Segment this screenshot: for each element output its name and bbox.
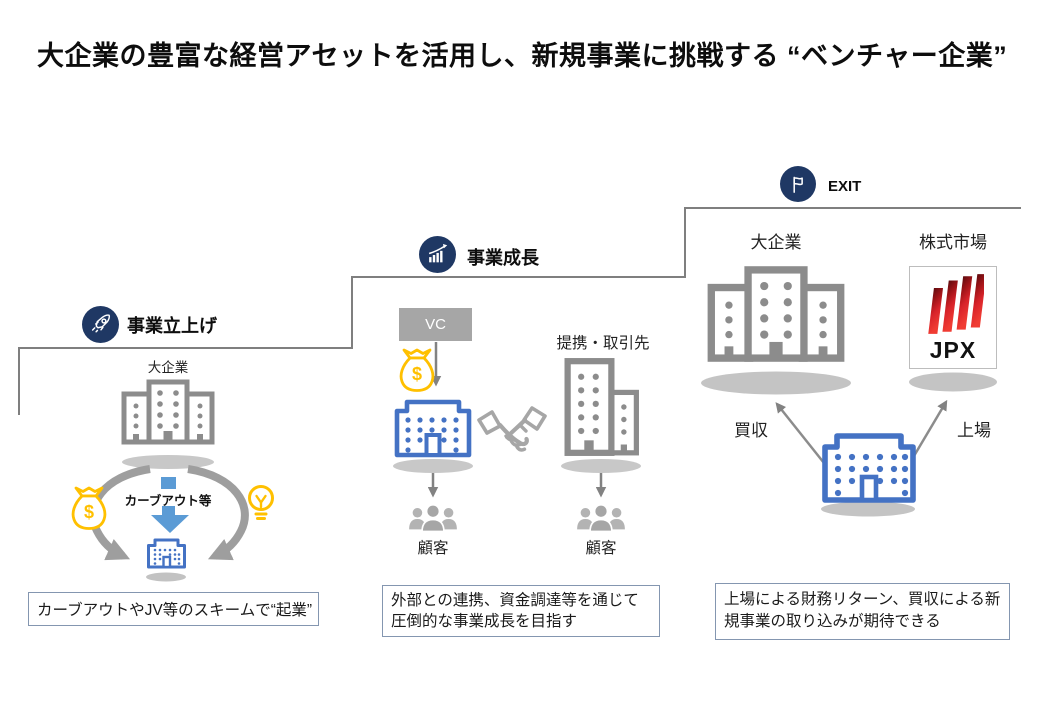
rocket-icon bbox=[91, 314, 111, 333]
jpx-wordmark: JPX bbox=[929, 337, 977, 363]
stage1-badge bbox=[82, 306, 119, 343]
carveout-label: カーブアウト等 bbox=[124, 494, 212, 508]
flag-icon bbox=[792, 176, 803, 193]
acquisition-label: 買収 bbox=[734, 421, 768, 440]
stage2-badge bbox=[419, 236, 456, 273]
partner-building-icon bbox=[563, 357, 641, 462]
launch-company-label: 大企業 bbox=[147, 360, 189, 375]
venture-building-icon bbox=[394, 395, 472, 463]
handshake-icon bbox=[477, 400, 547, 467]
startup-building-icon bbox=[146, 537, 187, 574]
vc-box: VC bbox=[399, 308, 472, 341]
stage3-label: EXIT bbox=[828, 178, 862, 195]
carveout-curved-arrow-right bbox=[187, 465, 249, 561]
listing-label: 上場 bbox=[957, 421, 991, 440]
acquisition-arrow bbox=[775, 402, 825, 464]
money-bag-icon: $ bbox=[398, 348, 436, 397]
jpx-mark-icon bbox=[928, 274, 984, 334]
customer-label-left: 顧客 bbox=[417, 540, 449, 557]
partner-label: 提携・取引先 bbox=[556, 335, 650, 352]
stage1-label: 事業立上げ bbox=[127, 316, 217, 336]
stage3-badge bbox=[780, 166, 816, 202]
growth-chart-icon bbox=[428, 244, 448, 263]
shadow-ellipse bbox=[909, 372, 997, 392]
customers-people-icon bbox=[406, 503, 460, 540]
customer-label-right: 顧客 bbox=[585, 540, 617, 557]
lightbulb-icon bbox=[243, 483, 279, 534]
jpx-logo: JPX bbox=[909, 266, 997, 369]
customers-people-icon bbox=[574, 503, 628, 540]
stage2-label: 事業成長 bbox=[467, 248, 539, 268]
stock-market-label: 株式市場 bbox=[919, 233, 987, 252]
venture-building-icon bbox=[821, 427, 917, 508]
shadow-ellipse bbox=[701, 371, 851, 395]
exit-company-label: 大企業 bbox=[750, 233, 802, 252]
large-company-building-icon bbox=[118, 377, 218, 452]
launch-caption-box: カーブアウトやJV等のスキームで“起業” bbox=[28, 592, 319, 626]
svg-text:$: $ bbox=[84, 502, 94, 522]
growth-caption-box: 外部との連携、資金調達等を通じて圧倒的な事業成長を目指す bbox=[382, 585, 660, 637]
svg-text:$: $ bbox=[412, 364, 422, 384]
shadow-ellipse bbox=[122, 455, 214, 469]
page-title: 大企業の豊富な経営アセットを活用し、新規事業に挑戦する “ベンチャー企業” bbox=[37, 41, 1008, 71]
exit-caption-box: 上場による財務リターン、買収による新規事業の取り込みが期待できる bbox=[715, 583, 1010, 640]
large-company-building-icon bbox=[702, 264, 850, 369]
money-bag-icon: $ bbox=[70, 486, 108, 535]
